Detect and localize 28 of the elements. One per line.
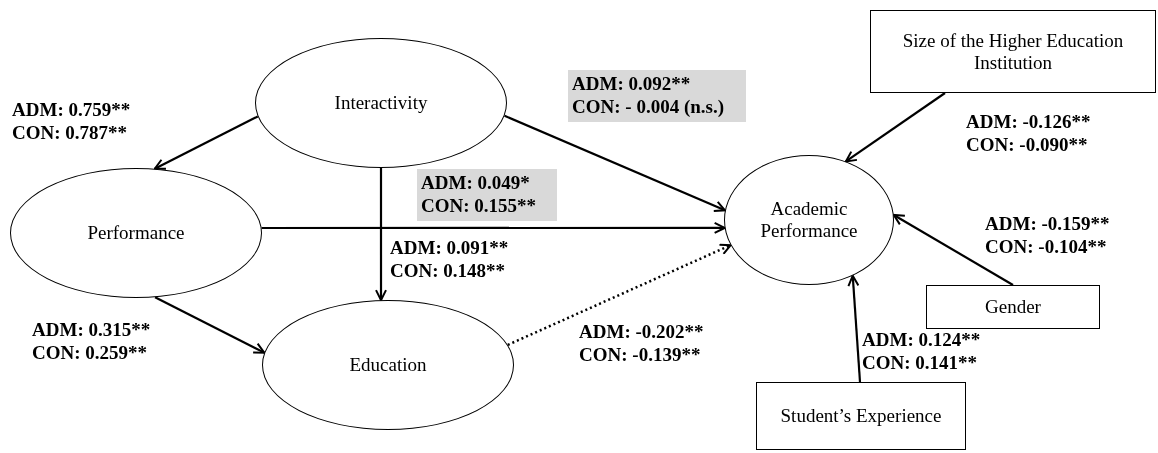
edge-label: ADM: -0.202** CON: -0.139** (578, 320, 705, 367)
node-label: Size of the Higher Education Institution (901, 29, 1125, 74)
edge-label: ADM: 0.049* CON: 0.155** (417, 169, 557, 221)
edge-label: ADM: -0.159** CON: -0.104** (984, 212, 1111, 259)
edge-label: ADM: 0.091** CON: 0.148** (389, 236, 510, 283)
edge-label: ADM: 0.315** CON: 0.259** (31, 318, 152, 365)
arrow (154, 296, 266, 354)
arrow (375, 168, 387, 302)
dotted-arrow (507, 243, 732, 346)
node-label: Performance (87, 222, 185, 244)
arrow (892, 213, 1014, 286)
edge-label: ADM: 0.759** CON: 0.787** (11, 98, 132, 145)
edge-label: ADM: 0.092** CON: - 0.004 (n.s.) (568, 70, 746, 122)
arrow (847, 274, 862, 383)
node-label: Education (349, 354, 427, 376)
arrow (504, 114, 726, 212)
rect-node (756, 382, 966, 450)
node-label: Interactivity (334, 92, 428, 114)
node-label: Student’s Experience (780, 405, 942, 427)
rect-node (926, 285, 1100, 329)
edge-label: ADM: 0.124** CON: 0.141** (861, 328, 982, 375)
node-label: Gender (985, 296, 1041, 318)
rect-node (870, 10, 1156, 93)
arrow (153, 115, 259, 170)
edge-label: ADM: -0.126** CON: -0.090** (965, 110, 1092, 157)
arrow (261, 221, 726, 234)
node-label: Academic Performance (759, 198, 859, 242)
arrow (844, 92, 946, 163)
